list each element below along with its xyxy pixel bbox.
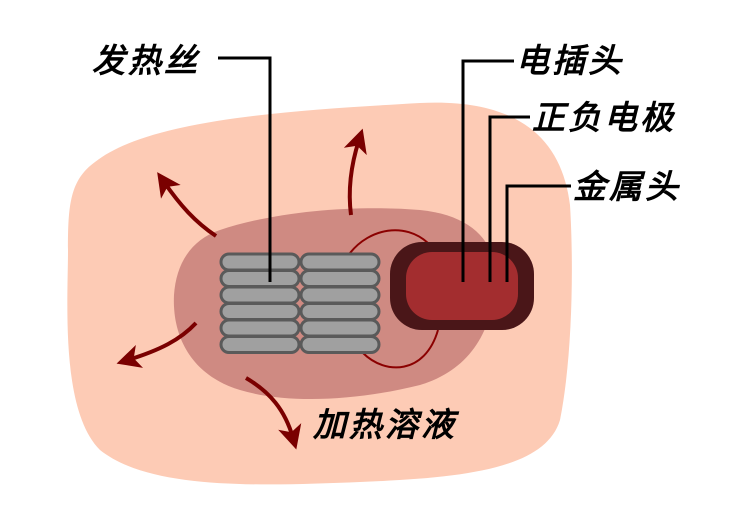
- heat-arrow-bottom: [244, 376, 302, 450]
- coil-segment: [299, 252, 381, 272]
- heat-arrow-top: [343, 128, 367, 216]
- coil-segment: [299, 269, 381, 288]
- wire-loop-bottom: [362, 329, 439, 369]
- heat-arrow-upper-left: [157, 172, 218, 238]
- label-metal-head: 金属头: [573, 167, 681, 206]
- leader-line-heating-wire: [218, 56, 272, 282]
- coil-segment: [219, 285, 301, 305]
- heating-coil: [219, 252, 381, 354]
- coil-segment: [299, 335, 381, 354]
- coil-segment: [299, 285, 381, 305]
- label-positive-negative-electrode: 正负电极: [532, 98, 676, 137]
- coil-segment: [299, 302, 381, 321]
- wire-loop-top: [349, 229, 429, 254]
- coil-segment: [219, 302, 301, 321]
- coil-segment: [219, 269, 301, 288]
- label-heated-solution: 加热溶液: [313, 405, 457, 444]
- coil-segment: [219, 252, 301, 272]
- leader-line-metal-head: [505, 184, 571, 282]
- heat-arrow-lower-left: [116, 321, 198, 368]
- coil-segment: [219, 335, 301, 354]
- label-heating-wire: 发热丝: [92, 41, 200, 80]
- leader-line-electrode: [488, 115, 530, 282]
- coil-segment: [219, 318, 301, 338]
- coil-segment: [299, 318, 381, 338]
- leader-line-plug: [461, 59, 514, 282]
- label-plug: 电插头: [516, 41, 624, 80]
